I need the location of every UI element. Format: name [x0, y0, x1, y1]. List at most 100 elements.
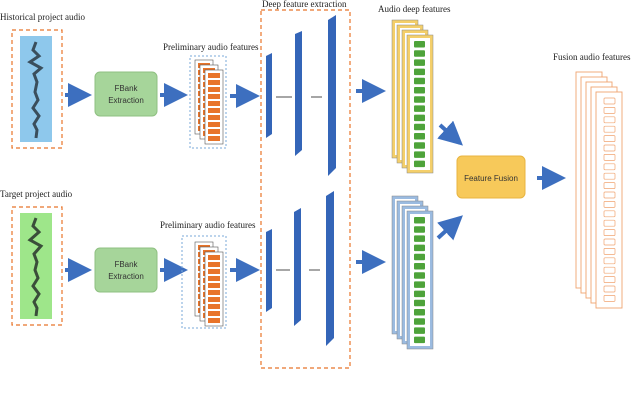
deep-features-label: Audio deep features [378, 4, 451, 14]
deep-top-stack-cell [414, 59, 425, 66]
fusion-cell [603, 229, 616, 236]
historical-audio-frame [11, 29, 63, 149]
arrow-deep-bottom-to-fusion [436, 215, 463, 241]
deep-top-stack-cell [414, 68, 425, 76]
prelim-bottom-stack [194, 241, 224, 327]
cnn-bottom-layer-1 [266, 229, 272, 312]
fusion-cell [603, 266, 616, 274]
fusion-cell [603, 257, 616, 265]
cnn-bottom-layer-3 [326, 191, 334, 346]
prelim-top-stack [194, 59, 224, 145]
fusion-cell [603, 201, 616, 208]
prelim-top-stack-cell [208, 80, 220, 85]
prelim-bottom-stack-cell [208, 255, 220, 260]
fusion-cell [603, 238, 616, 246]
fusion-cell [603, 219, 616, 227]
deep-bottom-stack-cell [414, 217, 425, 224]
prelim-top-stack-cell [208, 115, 220, 120]
fusion-cell [603, 107, 616, 114]
fusion-cell [603, 191, 616, 199]
deep-bottom-stack-cell [414, 290, 425, 298]
deep-bottom-stack-cell [414, 253, 425, 261]
feature-fusion-label: Feature Fusion [464, 174, 518, 183]
deep-top-stack-inner [410, 38, 430, 170]
deep-top-stack-cell [414, 142, 425, 149]
feature-fusion-box: Feature Fusion [456, 155, 526, 199]
prelim-bottom-stack-cell [208, 276, 220, 281]
prelim-top-frame [189, 55, 227, 149]
prelim-top-stack-cell [208, 136, 220, 141]
historical-waveform [27, 41, 44, 139]
deep-bottom-stack-inner [410, 214, 430, 346]
prelim-top-stack-cell [208, 94, 220, 99]
prelim-bottom-stack-cell [208, 311, 220, 316]
deep-top-stack-cell [414, 50, 425, 57]
target-audio-label: Target project audio [0, 189, 73, 199]
deep-bottom-stack-cell [414, 226, 425, 233]
fbank-bottom-line2: Extraction [108, 272, 144, 281]
deep-top-stack-cell [414, 151, 425, 158]
deep-bottom-stack [391, 195, 434, 350]
deep-bottom-stack-cell [414, 327, 425, 334]
deep-extraction-label: Deep feature extraction [262, 0, 347, 9]
prelim-bottom-stack-cell [208, 262, 220, 267]
fbank-top-line2: Extraction [108, 96, 144, 105]
deep-top-stack-cell [414, 41, 425, 48]
prelim-bottom-stack-cell [208, 269, 220, 274]
fusion-cell [603, 172, 616, 180]
fbank-box-top: FBank Extraction [94, 71, 158, 117]
fusion-card [595, 91, 623, 309]
deep-top-stack [391, 19, 434, 174]
deep-top-stack-cell [414, 133, 425, 140]
deep-bottom-stack-cell [414, 281, 425, 288]
fusion-cell [603, 163, 616, 171]
prelim-top-stack-cell [208, 73, 220, 78]
fusion-cell [603, 116, 616, 124]
fusion-cell [603, 135, 616, 142]
fusion-cell [603, 144, 616, 152]
deep-bottom-stack-cell [414, 336, 425, 344]
target-waveform [27, 217, 44, 317]
prelim-bottom-frame [181, 235, 227, 329]
fbank-box-bottom: FBank Extraction [94, 247, 158, 293]
deep-extraction-frame [260, 9, 351, 369]
prelim-bottom-stack-cell [208, 297, 220, 302]
fusion-cell [603, 285, 616, 293]
cnn-top-layer-3 [328, 15, 336, 176]
deep-bottom-stack-cell [414, 244, 425, 252]
prelim-top-stack-cell [208, 87, 220, 92]
deep-top-stack-cell [414, 114, 425, 122]
prelim-bottom-stack-cell [208, 283, 220, 288]
prelim-top-stack-cell [208, 101, 220, 106]
deep-top-stack-cell [414, 160, 425, 168]
cnn-top-layer-1 [266, 53, 272, 138]
cnn-bottom-layer-2 [294, 208, 301, 326]
prelim-top-label: Preliminary audio features [163, 42, 259, 52]
deep-bottom-stack-cell [414, 272, 425, 279]
fusion-cell [603, 182, 616, 189]
fbank-bottom-line1: FBank [114, 260, 138, 269]
fusion-cell [603, 210, 616, 218]
deep-top-stack-cell [414, 96, 425, 103]
fusion-stack [575, 71, 623, 309]
deep-top-stack-cell [414, 105, 425, 112]
deep-top-stack-cell [414, 123, 425, 131]
fusion-cell [603, 248, 616, 255]
prelim-top-stack-cell [208, 122, 220, 127]
deep-bottom-stack-cell [414, 318, 425, 325]
fusion-cell [603, 295, 616, 302]
prelim-top-stack-cell [208, 129, 220, 134]
arrow-deep-top-to-fusion [437, 120, 463, 146]
prelim-bottom-label: Preliminary audio features [160, 220, 256, 230]
deep-bottom-stack-cell [414, 235, 425, 242]
fusion-cell [603, 97, 616, 105]
prelim-top-stack-cell [208, 108, 220, 113]
deep-top-stack-cell [414, 77, 425, 85]
prelim-bottom-stack-cell [208, 290, 220, 295]
target-audio-frame [11, 206, 63, 326]
deep-bottom-stack-cell [414, 263, 425, 270]
prelim-bottom-stack-cell [208, 304, 220, 309]
deep-bottom-stack-cell [414, 299, 425, 307]
fusion-cell [603, 125, 616, 133]
